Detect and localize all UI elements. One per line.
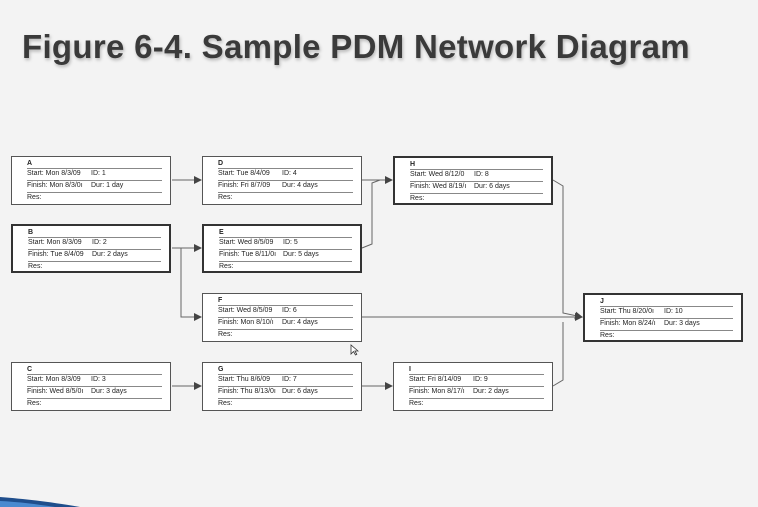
node-id: ID: 4 — [282, 170, 297, 177]
activity-node-g[interactable]: G Start: Thu 8/6/09 ID: 7 Finish: Thu 8/1… — [202, 362, 362, 411]
node-finish: Finish: Thu 8/13/0ı — [218, 388, 276, 395]
node-resources: Res: — [218, 400, 233, 407]
node-duration: Dur: 4 days — [282, 182, 318, 189]
node-duration: Dur: 5 days — [283, 251, 319, 258]
node-start: Start: Thu 8/6/09 — [218, 376, 271, 383]
activity-node-b[interactable]: B Start: Mon 8/3/09 ID: 2 Finish: Tue 8/4… — [11, 224, 171, 273]
node-name: E — [219, 229, 224, 236]
node-duration: Dur: 3 days — [91, 388, 127, 395]
node-resources: Res: — [409, 400, 424, 407]
node-resources: Res: — [27, 400, 42, 407]
arrow-b-f — [172, 247, 202, 321]
node-name: D — [218, 160, 224, 167]
node-id: ID: 7 — [282, 376, 297, 383]
node-start: Start: Wed 8/5/09 — [219, 239, 274, 246]
node-id: ID: 6 — [282, 307, 297, 314]
activity-node-d[interactable]: D Start: Tue 8/4/09 ID: 4 Finish: Fri 8/7… — [202, 156, 362, 205]
node-id: ID: 5 — [283, 239, 298, 246]
activity-node-e[interactable]: E Start: Wed 8/5/09 ID: 5 Finish: Tue 8/1… — [202, 224, 362, 273]
node-start: Start: Wed 8/12/0 — [410, 171, 465, 178]
node-duration: Dur: 2 days — [92, 251, 128, 258]
node-start: Start: Thu 8/20/0ı — [600, 308, 654, 315]
node-duration: Dur: 2 days — [473, 388, 509, 395]
node-start: Start: Wed 8/5/09 — [218, 307, 273, 314]
node-name: A — [27, 160, 33, 167]
node-finish: Finish: Mon 8/3/0ı — [27, 182, 83, 189]
activity-node-a[interactable]: A Start: Mon 8/3/09 ID: 1 Finish: Mon 8/3… — [11, 156, 171, 205]
node-resources: Res: — [410, 195, 425, 202]
arrow-i-j — [552, 322, 564, 387]
node-duration: Dur: 6 days — [282, 388, 318, 395]
node-id: ID: 1 — [91, 170, 106, 177]
node-resources: Res: — [218, 331, 233, 338]
slide-corner-accent — [0, 497, 80, 507]
node-start: Start: Tue 8/4/09 — [218, 170, 270, 177]
node-resources: Res: — [27, 194, 42, 201]
node-duration: Dur: 4 days — [282, 319, 318, 326]
node-duration: Dur: 3 days — [664, 320, 700, 327]
node-finish: Finish: Fri 8/7/09 — [218, 182, 271, 189]
node-name: F — [218, 297, 223, 304]
node-finish: Finish: Tue 8/4/09 — [28, 251, 84, 258]
node-finish: Finish: Mon 8/10/ı — [218, 319, 274, 326]
node-start: Start: Mon 8/3/09 — [27, 376, 81, 383]
node-finish: Finish: Mon 8/17/ı — [409, 388, 465, 395]
node-finish: Finish: Tue 8/11/0ı — [219, 251, 277, 258]
page-title: Figure 6-4. Sample PDM Network Diagram — [22, 28, 690, 65]
node-name: C — [27, 366, 33, 373]
node-duration: Dur: 1 day — [91, 182, 124, 189]
node-name: J — [600, 298, 604, 305]
node-id: ID: 9 — [473, 376, 488, 383]
node-start: Start: Mon 8/3/09 — [28, 239, 82, 246]
node-id: ID: 10 — [664, 308, 683, 315]
node-start: Start: Mon 8/3/09 — [27, 170, 81, 177]
node-name: B — [28, 229, 34, 236]
activity-node-i[interactable]: I Start: Fri 8/14/09 ID: 9 Finish: Mon 8/… — [393, 362, 553, 411]
node-id: ID: 3 — [91, 376, 106, 383]
activity-node-c[interactable]: C Start: Mon 8/3/09 ID: 3 Finish: Wed 8/5… — [11, 362, 171, 411]
arrow-e-h — [361, 179, 381, 249]
node-name: G — [218, 366, 224, 373]
node-id: ID: 8 — [474, 171, 489, 178]
mouse-pointer-icon — [350, 344, 359, 356]
activity-node-h[interactable]: H Start: Wed 8/12/0 ID: 8 Finish: Wed 8/1… — [393, 156, 553, 205]
node-name: H — [410, 161, 416, 168]
node-name: I — [409, 366, 411, 373]
node-id: ID: 2 — [92, 239, 107, 246]
node-finish: Finish: Wed 8/5/0ı — [27, 388, 84, 395]
activity-node-j[interactable]: J Start: Thu 8/20/0ı ID: 10 Finish: Mon 8… — [583, 293, 743, 342]
node-resources: Res: — [219, 263, 234, 270]
activity-node-f[interactable]: F Start: Wed 8/5/09 ID: 6 Finish: Mon 8/1… — [202, 293, 362, 342]
node-resources: Res: — [600, 332, 615, 339]
node-finish: Finish: Wed 8/19/ı — [410, 183, 467, 190]
node-resources: Res: — [28, 263, 43, 270]
node-duration: Dur: 6 days — [474, 183, 510, 190]
node-start: Start: Fri 8/14/09 — [409, 376, 462, 383]
node-finish: Finish: Mon 8/24/ı — [600, 320, 656, 327]
node-resources: Res: — [218, 194, 233, 201]
arrow-h-j — [552, 179, 583, 320]
